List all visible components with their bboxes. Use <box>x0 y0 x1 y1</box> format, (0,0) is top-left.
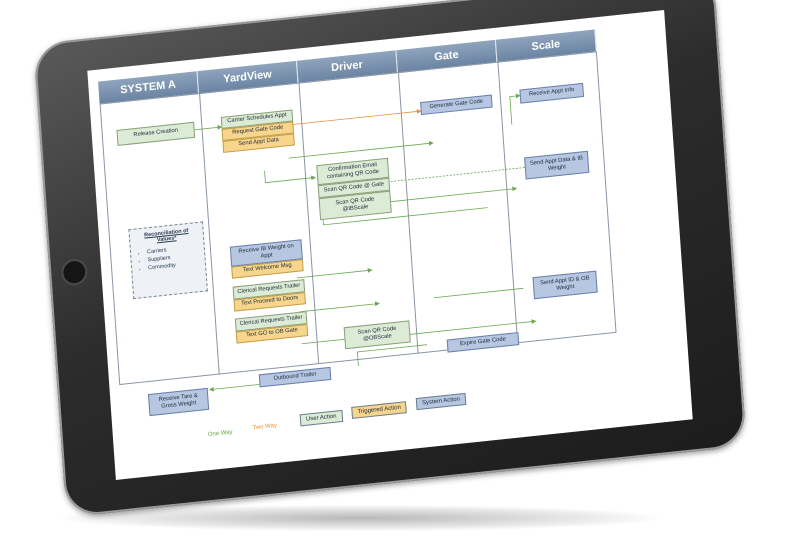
arrow-scan-obscale <box>396 319 537 337</box>
arrow-confirmation <box>322 207 488 226</box>
reconciliation-title: Reconciliation of Values* <box>144 228 189 244</box>
arrow-ib-weight <box>384 167 525 185</box>
arrow-send-appt-data <box>264 170 316 184</box>
arrow-send-appt-id <box>433 287 524 299</box>
tablet-screen: SYSTEM A YardView Driver Gate Scale <box>87 10 693 480</box>
arrow-receive-appt <box>509 93 521 125</box>
device-shadow <box>60 505 660 531</box>
arrow-scan-gate <box>386 186 518 203</box>
arrow-request-gate-code <box>288 140 434 159</box>
arrow-welcome <box>297 268 373 279</box>
arrow-expire <box>356 344 428 367</box>
reconciliation-note: Reconciliation of Values* Carriers Suppl… <box>128 221 208 300</box>
tablet-device: SYSTEM A YardView Driver Gate Scale <box>33 0 747 518</box>
arrow-outbound <box>208 383 265 392</box>
flow-arrows <box>186 93 537 392</box>
reconciliation-list: Carriers Suppliers Commodity <box>137 244 199 272</box>
arrow-proceed <box>299 301 380 313</box>
arrow-two-way-gate-code <box>291 109 422 126</box>
